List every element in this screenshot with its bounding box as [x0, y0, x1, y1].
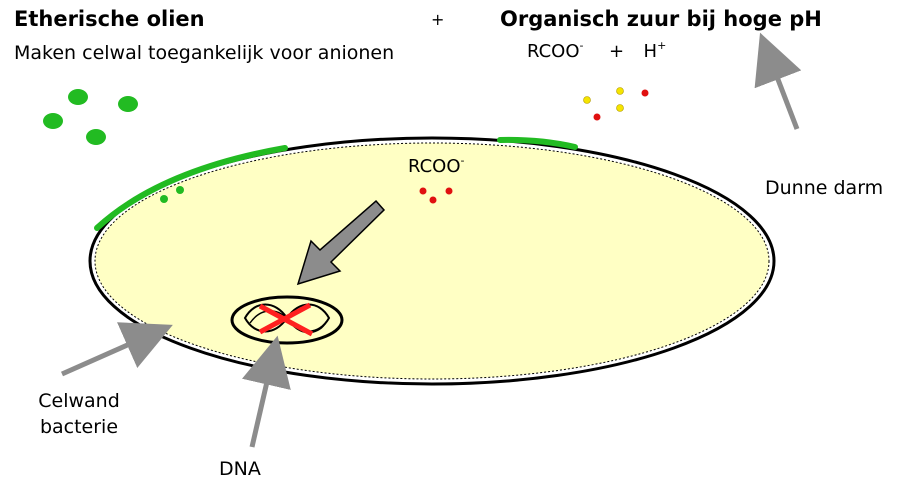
arrow-dna-label [242, 335, 291, 448]
proton-dot [616, 104, 624, 112]
rcoo-inside-charge: - [460, 154, 465, 167]
plus-text: + [608, 41, 625, 62]
h-text: H [643, 41, 658, 62]
dna-strand [243, 303, 331, 333]
rcoo-inside-text: RCOO [408, 156, 461, 177]
acid-dissociation-label: RCOO- + H+ [527, 40, 666, 62]
rcoo-inside-label: RCOO- [408, 155, 465, 177]
proton-dot [583, 96, 591, 104]
oil-droplet [43, 113, 63, 129]
celwand-line: Celwand [38, 390, 120, 412]
proton-dot [616, 87, 624, 95]
anion-dot [593, 113, 601, 121]
oil-droplet [86, 129, 106, 145]
arrow-dunne-darm [754, 32, 802, 130]
label-celwand-bacterie: Celwand bacterie [34, 389, 124, 440]
anion-dot-inside [445, 187, 453, 195]
anion-dot-inside [419, 187, 427, 195]
rcoo-text: RCOO [527, 41, 580, 62]
oil-droplet [68, 89, 88, 105]
oil-droplet-inside [176, 186, 184, 194]
arrow-to-dna [296, 199, 386, 286]
label-dunne-darm: Dunne darm [765, 177, 884, 199]
anion-dot-inside [429, 196, 437, 204]
oil-droplet-inside [160, 195, 168, 203]
h-charge: + [657, 39, 667, 52]
bacterial-cell-cytoplasm [94, 142, 770, 380]
subtitle-maken-celwal: Maken celwal toegankelijk voor anionen [14, 42, 395, 64]
oil-patch-left [94, 145, 288, 231]
anion-dot [641, 89, 649, 97]
bacterie-line: bacterie [39, 415, 119, 438]
dna-cross-mark [258, 302, 312, 335]
arrow-celwand [60, 322, 173, 377]
plus-sign: + [431, 10, 445, 29]
oil-patch-right [497, 136, 578, 150]
title-etherische-olien: Etherische olien [14, 7, 205, 31]
oil-droplet [118, 96, 138, 112]
label-dna: DNA [219, 458, 261, 480]
title-organisch-zuur: Organisch zuur bij hoge pH [500, 7, 822, 31]
rcoo-charge: - [579, 39, 584, 52]
